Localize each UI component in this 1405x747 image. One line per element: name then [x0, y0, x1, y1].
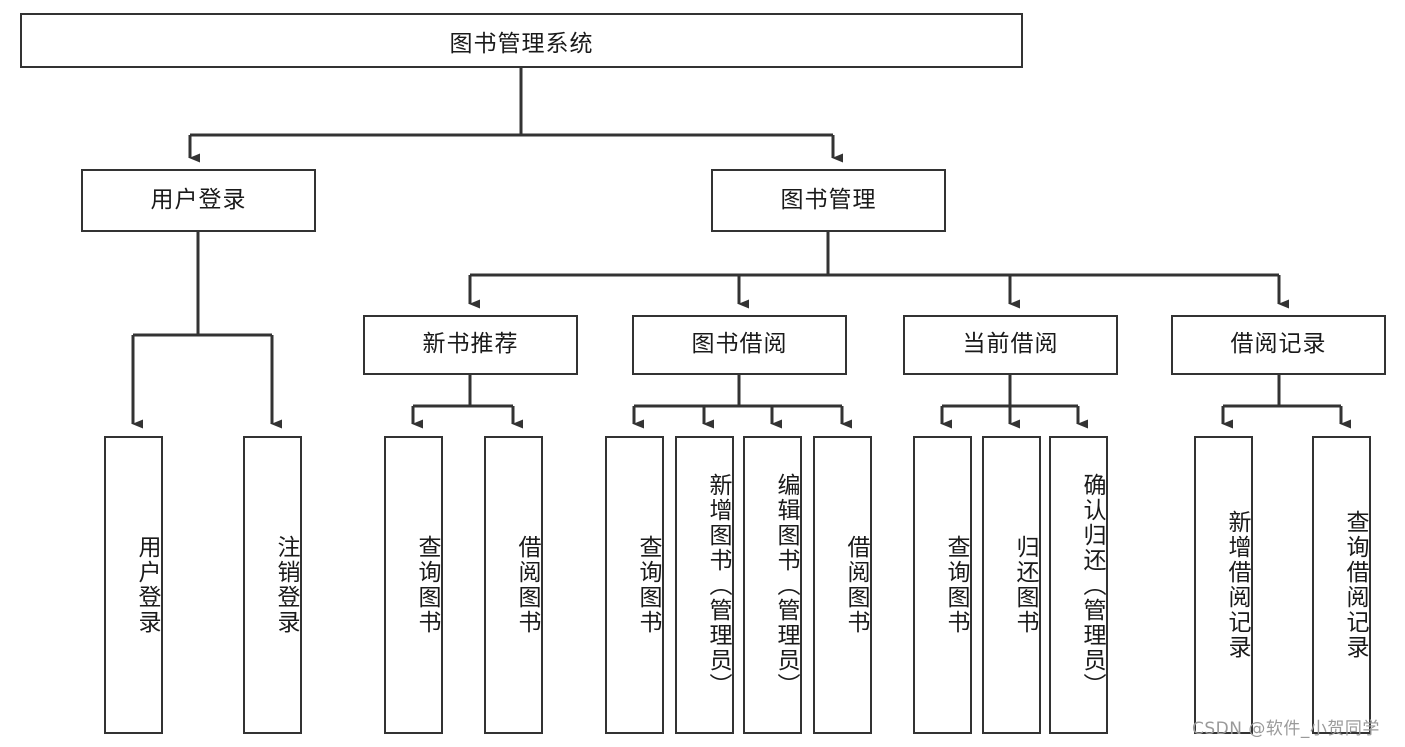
- node-new-book-recommend[interactable]: 新书推荐: [363, 315, 578, 375]
- node-label: 当前借阅: [962, 331, 1059, 358]
- node-label: 新增图书（管理员）: [705, 472, 731, 698]
- leaf-borrow-borrow-book[interactable]: 借阅图书: [813, 436, 872, 734]
- leaf-borrow-query-book[interactable]: 查询图书: [605, 436, 664, 734]
- node-label: 确认归还（管理员）: [1079, 472, 1105, 698]
- leaf-record-query-record[interactable]: 查询借阅记录: [1312, 436, 1371, 734]
- node-label: 注销登录: [273, 535, 299, 635]
- leaf-current-query-book[interactable]: 查询图书: [913, 436, 972, 734]
- node-label: 编辑图书（管理员）: [773, 472, 799, 698]
- node-user-login[interactable]: 用户登录: [81, 169, 316, 232]
- leaf-borrow-edit-book-admin[interactable]: 编辑图书（管理员）: [743, 436, 802, 734]
- node-label: 借阅图书: [843, 535, 869, 635]
- leaf-recommend-query-book[interactable]: 查询图书: [384, 436, 443, 734]
- node-label: 图书管理: [780, 186, 877, 213]
- leaf-borrow-add-book-admin[interactable]: 新增图书（管理员）: [675, 436, 734, 734]
- node-borrow-record[interactable]: 借阅记录: [1171, 315, 1386, 375]
- leaf-user-login-signout[interactable]: 注销登录: [243, 436, 302, 734]
- node-label: 新书推荐: [422, 331, 519, 358]
- node-label: 新增借阅记录: [1224, 510, 1250, 660]
- node-label: 用户登录: [134, 535, 160, 635]
- node-label: 借阅记录: [1230, 331, 1327, 358]
- node-label: 查询借阅记录: [1342, 510, 1368, 660]
- node-book-management[interactable]: 图书管理: [711, 169, 946, 232]
- node-book-borrow[interactable]: 图书借阅: [632, 315, 847, 375]
- node-label: 查询图书: [414, 535, 440, 635]
- leaf-user-login-signin[interactable]: 用户登录: [104, 436, 163, 734]
- node-label: 图书管理系统: [449, 30, 594, 57]
- node-current-borrow[interactable]: 当前借阅: [903, 315, 1118, 375]
- watermark-text: CSDN @软件_小贺同学: [1192, 719, 1380, 739]
- node-label: 查询图书: [943, 535, 969, 635]
- node-label: 用户登录: [150, 186, 247, 213]
- node-label: 图书借阅: [691, 331, 788, 358]
- node-label: 查询图书: [635, 535, 661, 635]
- node-label: 归还图书: [1012, 535, 1038, 635]
- leaf-current-confirm-return-admin[interactable]: 确认归还（管理员）: [1049, 436, 1108, 734]
- leaf-recommend-borrow-book[interactable]: 借阅图书: [484, 436, 543, 734]
- node-root-system[interactable]: 图书管理系统: [20, 13, 1023, 68]
- leaf-current-return-book[interactable]: 归还图书: [982, 436, 1041, 734]
- node-label: 借阅图书: [514, 535, 540, 635]
- leaf-record-add-record[interactable]: 新增借阅记录: [1194, 436, 1253, 734]
